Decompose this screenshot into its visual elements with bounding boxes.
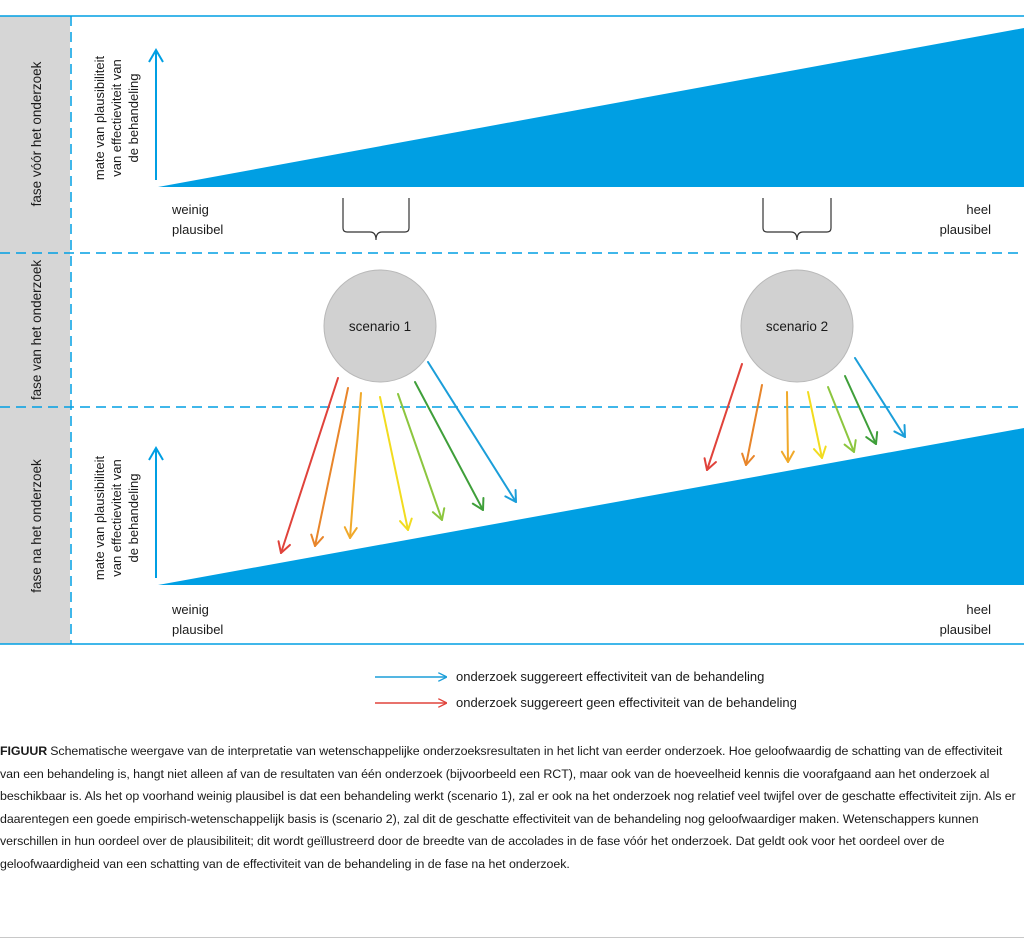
result-arrow-head (277, 540, 291, 554)
x-high-label: heel (966, 602, 991, 617)
caption-label: FIGUUR (0, 744, 48, 758)
legend-label-effective: onderzoek suggereert effectiviteit van d… (456, 669, 764, 684)
result-arrow-head (741, 452, 755, 466)
result-arrow-head (310, 533, 324, 547)
phase-label-during: fase van het onderzoek (29, 260, 44, 401)
scenario-1-circle (323, 269, 437, 383)
result-arrow-line (706, 363, 743, 471)
y-axis-arrow (148, 446, 164, 578)
y-axis-arrow (148, 48, 164, 180)
result-arrow-head (471, 497, 485, 511)
plausibility-diagram: fase vóór het onderzoek fase van het ond… (0, 15, 1024, 710)
x-low-label: plausibel (172, 622, 223, 637)
result-arrow-head (780, 450, 795, 463)
result-arrow-line (314, 387, 349, 547)
result-arrow-head (398, 517, 413, 531)
result-arrow-head (865, 431, 879, 445)
y-axis-label-line: de behandeling (126, 74, 141, 163)
y-axis-label-line: mate van plausibiliteit (92, 455, 107, 580)
x-low-label: weinig (171, 202, 209, 217)
result-arrow-line (397, 393, 443, 521)
result-arrow-line (349, 392, 362, 539)
result-arrows-scenario-2 (703, 357, 906, 471)
legend-label-not-effective: onderzoek suggereert geen effectiviteit … (456, 695, 797, 710)
phase-band (0, 16, 70, 644)
phase-label-before: fase vóór het onderzoek (29, 61, 44, 206)
result-arrow-line (844, 375, 877, 445)
bracket-scenario-1 (342, 198, 410, 241)
result-arrow-head (812, 445, 827, 459)
result-arrow-head (893, 424, 906, 438)
scenario-1-label: scenario 1 (349, 319, 411, 334)
x-high-label: plausibel (940, 622, 991, 637)
result-arrow-head (431, 507, 446, 521)
bracket-scenario-2 (762, 198, 832, 241)
y-axis-label-line: mate van plausibiliteit (92, 55, 107, 180)
caption-text: Schematische weergave van de interpretat… (0, 744, 1016, 871)
result-arrows-scenario-1 (277, 361, 517, 554)
result-arrow-line (854, 357, 906, 438)
y-axis-label-after: mate van plausibiliteit van effectievite… (92, 455, 141, 580)
result-arrow-head (703, 457, 717, 471)
x-low-label: weinig (171, 602, 209, 617)
x-high-label: heel (966, 202, 991, 217)
result-arrow-line (745, 384, 763, 466)
result-arrow-line (807, 391, 823, 459)
plausibility-wedge-before (158, 28, 1024, 187)
result-arrow-line (414, 381, 484, 511)
plausibility-wedge-after (158, 428, 1024, 585)
result-arrow-line (827, 386, 855, 453)
result-arrow-line (786, 391, 789, 463)
y-axis-label-line: van effectieviteit van (109, 459, 124, 577)
scenario-2-label: scenario 2 (766, 319, 828, 334)
x-low-label: plausibel (172, 222, 223, 237)
y-axis-label-before: mate van plausibiliteit van effectievite… (92, 55, 141, 180)
result-arrow-line (280, 377, 339, 554)
y-axis-label-line: van effectieviteit van (109, 59, 124, 177)
x-high-label: plausibel (940, 222, 991, 237)
legend: onderzoek suggereert effectiviteit van d… (375, 669, 797, 710)
y-axis-label-line: de behandeling (126, 474, 141, 563)
page-bottom-rule (0, 937, 1024, 938)
result-arrow-line (427, 361, 517, 503)
phase-label-after: fase na het onderzoek (29, 459, 44, 593)
result-arrow-line (379, 396, 409, 531)
scenario-2-circle (740, 269, 854, 383)
result-arrow-head (843, 439, 857, 453)
result-arrow-head (504, 489, 517, 503)
result-arrow-head (343, 526, 358, 539)
